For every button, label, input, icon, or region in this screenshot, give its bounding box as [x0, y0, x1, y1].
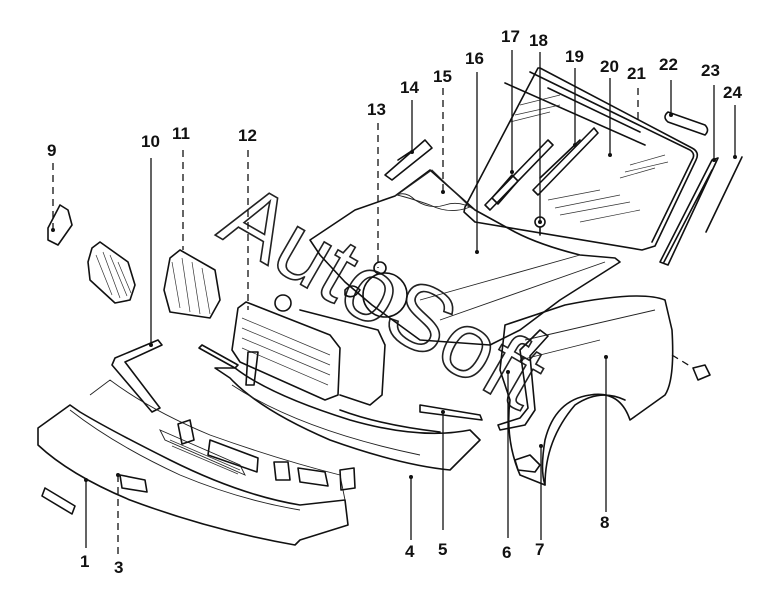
leader-lines	[51, 50, 737, 555]
hood-panel	[309, 169, 621, 346]
fender-liner	[497, 329, 549, 431]
pillar-strip	[705, 156, 743, 233]
fog-lamp-left	[273, 461, 291, 481]
splash-guard	[514, 454, 541, 473]
bulb-holder	[47, 204, 73, 246]
headlight-lens-left	[87, 241, 136, 304]
callout-17: 17	[501, 27, 520, 46]
indicator-lamp	[297, 467, 329, 487]
callout-5: 5	[438, 540, 447, 559]
callout-22: 22	[659, 55, 678, 74]
callout-21: 21	[627, 64, 646, 83]
hood-lock	[344, 261, 408, 318]
side-marker-light	[692, 364, 711, 381]
callout-3: 3	[114, 558, 123, 577]
callout-23: 23	[701, 61, 720, 80]
bumper-cable	[339, 409, 441, 433]
radiator-grille	[231, 294, 386, 406]
callout-14: 14	[400, 78, 419, 97]
bumper-carrier	[214, 367, 481, 471]
callout-13: 13	[367, 100, 386, 119]
callout-10: 10	[141, 132, 160, 151]
wiper-arm-left	[484, 139, 554, 211]
callout-15: 15	[433, 67, 452, 86]
reflector-left	[41, 487, 76, 515]
callout-11: 11	[172, 124, 190, 143]
callout-19: 19	[565, 47, 584, 66]
callout-16: 16	[465, 49, 484, 68]
callout-9: 9	[47, 141, 56, 160]
fog-lamp-bracket	[177, 419, 195, 445]
a-pillar-molding	[659, 157, 719, 266]
callout-12: 12	[238, 126, 257, 145]
roof-trim	[547, 87, 641, 133]
callout-4: 4	[405, 542, 415, 561]
windshield-glass	[463, 67, 699, 251]
grille-trim-vertical	[245, 351, 259, 386]
callout-1: 1	[80, 552, 89, 571]
callout-labels: 1 3 4 5 6 7 8 9 10 11 12 13 14 15 16 17 …	[47, 27, 742, 577]
callout-24: 24	[723, 83, 742, 102]
callout-6: 6	[502, 543, 511, 562]
bumper-reinforcement-bar	[419, 404, 483, 421]
callout-8: 8	[600, 513, 609, 532]
front-bumper	[37, 379, 349, 546]
headlight-unit	[163, 249, 221, 319]
hood-insulation	[396, 169, 471, 211]
fog-lamp-right	[339, 467, 356, 491]
callout-18: 18	[529, 31, 548, 50]
trim-clip	[664, 111, 709, 136]
wiper-blade-right	[532, 127, 599, 196]
callout-20: 20	[600, 57, 619, 76]
callout-7: 7	[535, 540, 544, 559]
tow-hook-cover	[119, 474, 148, 493]
bumper-bracket	[111, 339, 163, 413]
marker-light	[207, 439, 259, 473]
